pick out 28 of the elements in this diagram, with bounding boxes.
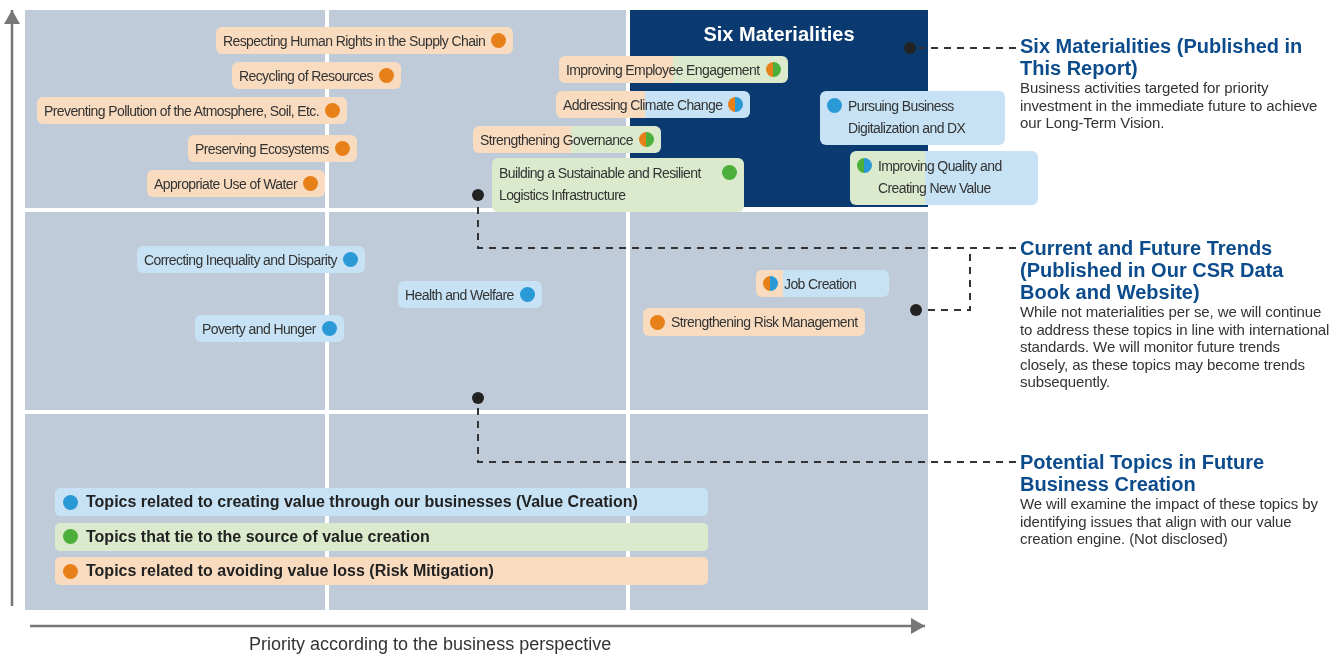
topic-tag: Correcting Inequality and Disparity bbox=[137, 246, 365, 273]
topic-tag: Strengthening Risk Management bbox=[643, 308, 865, 336]
topic-tag: Pursuing Business Digitalization and DX bbox=[820, 91, 1005, 145]
topic-tag: Appropriate Use of Water bbox=[147, 170, 326, 197]
legend-text: Topics related to avoiding value loss (Risk Mitigation) bbox=[86, 562, 494, 580]
annotation-text: We will examine the impact of these topics by identifying issues that align with our value creation engine. (Not disclosed) bbox=[1020, 495, 1319, 548]
topic-tag: Health and Welfare bbox=[398, 281, 542, 308]
annotation-text: While not materialities per se, we will continue to address these topics in line with international standards. We will monitor future trends closely, as these topics may become trends subsequently. bbox=[1020, 303, 1331, 391]
leader-line bbox=[915, 47, 1017, 49]
leader-dot bbox=[904, 42, 916, 54]
topic-tag: Preserving Ecosystems bbox=[188, 135, 357, 162]
topic-tag: Improving Employee Engagement bbox=[559, 56, 788, 83]
topic-tag: Building a Sustainable and Resilient Logistics Infrastructure bbox=[492, 158, 744, 212]
topic-tag: Respecting Human Rights in the Supply Chain bbox=[216, 27, 514, 54]
annotation-heading: Six Materialities (Published in This Report) bbox=[1020, 35, 1304, 79]
annotation-heading: Potential Topics in Future Business Creation bbox=[1020, 451, 1266, 495]
topic-tag: Recycling of Resources bbox=[232, 62, 401, 89]
legend-text: Topics that tie to the source of value creation bbox=[86, 527, 430, 546]
topic-tag: Job Creation bbox=[756, 270, 889, 297]
topic-tag: Improving Quality and Creating New Value bbox=[850, 151, 1038, 205]
legend-text: Topics related to creating value through our businesses (Value Creation) bbox=[86, 493, 638, 511]
annotation-heading: Current and Future Trends (Published in Our CSR Data Book and Website) bbox=[1020, 237, 1285, 303]
annotation-text: Business activities targeted for priority investment in the immediate future to achieve our Long-Term Vision. bbox=[1020, 79, 1319, 132]
topic-tag: Preventing Pollution of the Atmosphere, Soil, Etc. bbox=[37, 97, 348, 124]
axis-label: Priority according to the business perspective bbox=[249, 634, 612, 655]
topic-tag: Strengthening Governance bbox=[473, 126, 661, 153]
topic-tag: Addressing Climate Change bbox=[556, 91, 751, 118]
topic-tag: Poverty and Hunger bbox=[195, 315, 344, 342]
